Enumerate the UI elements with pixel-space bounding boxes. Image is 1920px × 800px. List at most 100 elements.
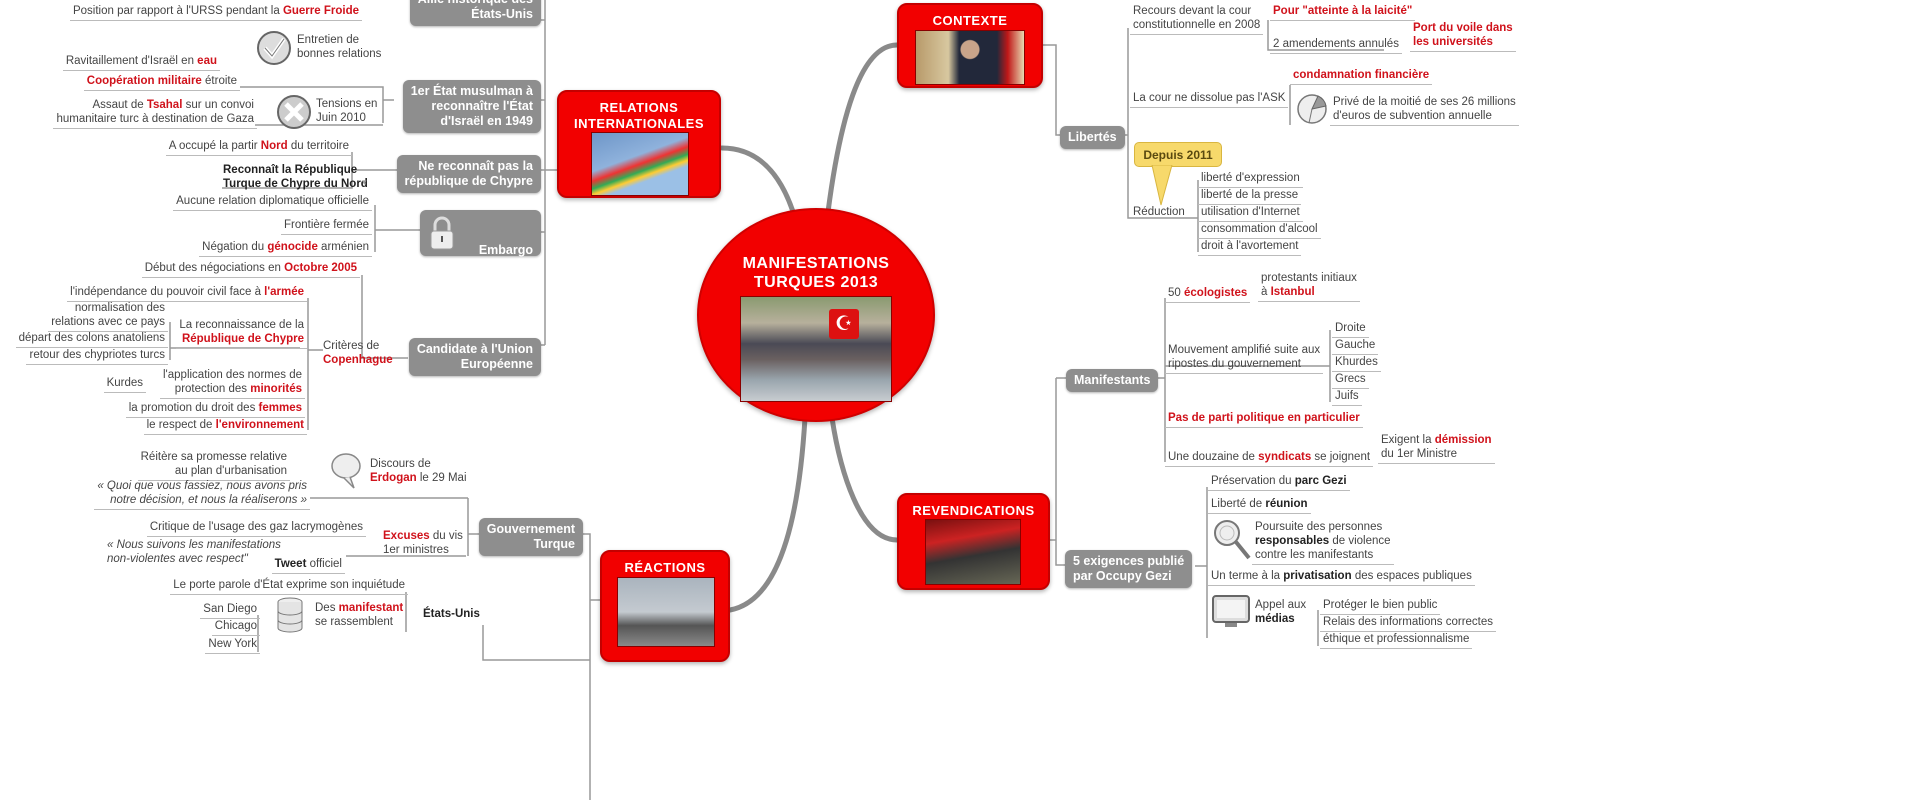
- label-laicite: Pour "atteinte à la laicité": [1270, 4, 1416, 21]
- label-ecologistes: 50 écologistes: [1165, 286, 1251, 303]
- highlight-text: République de Chypre: [181, 333, 304, 345]
- text-segment: la promotion du droit des: [128, 402, 259, 414]
- highlight-text: Excuses: [383, 530, 430, 542]
- label-porte-parole: Le porte parole d'État exprime son inqui…: [170, 578, 408, 595]
- x-icon: [277, 95, 311, 129]
- text-segment: Appel aux: [1255, 599, 1307, 611]
- text-segment: l'indépendance du pouvoir civil face à: [70, 286, 265, 298]
- label-criteres-copenhague: Critères de Copenhague: [320, 339, 396, 369]
- text-segment: Discours de: [370, 458, 431, 470]
- highlight-text: manifestant: [338, 602, 404, 614]
- topic-reactions[interactable]: RÉACTIONS: [600, 550, 730, 662]
- label-reitere: Réitère sa promesse relative au plan d'u…: [137, 450, 290, 481]
- protest-photo: ☪: [740, 296, 892, 402]
- branch-gouvernement-turque[interactable]: Gouvernement Turque: [478, 518, 583, 556]
- label-discours-erdogan: Discours de Erdogan le 29 Mai: [367, 457, 470, 487]
- branch-union-europeenne[interactable]: Candidate à l'Union Européenne: [408, 338, 541, 376]
- media-item-relais: Relais des informations correctes: [1320, 615, 1497, 632]
- text-segment: « Nous suivons les manifestations non-vi…: [107, 539, 281, 565]
- reduction-item-presse: liberté de la presse: [1198, 188, 1302, 205]
- text-segment: médias: [1255, 613, 1295, 625]
- reduction-item-expression: liberté d'expression: [1198, 171, 1303, 188]
- label-nord: A occupé la partir Nord du territoire: [165, 139, 352, 156]
- label-tweet-officiel: Tweet officiel: [271, 557, 345, 574]
- label-protestants-initiaux: protestants initiaux à Istanbul: [1258, 271, 1360, 302]
- text-segment: le 29 Mai: [416, 472, 467, 484]
- topic-relations-internationales[interactable]: RELATIONS INTERNATIONALES: [557, 90, 721, 198]
- highlight-text: Erdogan: [370, 472, 417, 484]
- text-segment: responsables: [1255, 535, 1330, 547]
- lock-icon: [430, 216, 454, 250]
- branch-etats-unis[interactable]: États-Unis: [423, 608, 480, 620]
- label-bonnes-relations: Entretien de bonnes relations: [297, 34, 382, 60]
- label-assaut: Assaut de Tsahal sur un convoi humanitai…: [53, 98, 257, 129]
- label-recours: Recours devant la cour constitutionnelle…: [1130, 4, 1264, 35]
- branch-chypre[interactable]: Ne reconnaît pas la république de Chypre: [396, 155, 541, 193]
- text-segment: Critères de: [323, 340, 380, 352]
- note-icon[interactable]: ▾: [362, 177, 367, 187]
- text-segment: Assaut de: [92, 99, 147, 111]
- label-quote-erdogan: « Quoi que vous fassiez, nous avons pris…: [94, 479, 310, 510]
- text-segment: parc Gezi: [1294, 475, 1347, 487]
- reduction-item-internet: utilisation d'Internet: [1198, 205, 1303, 222]
- label-genocide: Négation du génocide arménien: [199, 240, 372, 257]
- highlight-text: Istanbul: [1270, 286, 1315, 298]
- branch-libertes[interactable]: Libertés: [1060, 126, 1125, 149]
- branch-5-exigences[interactable]: 5 exigences publié par Occupy Gezi: [1065, 550, 1193, 588]
- label-eau: Ravitaillement d'Israël en eau: [62, 54, 220, 71]
- label-environnement: le respect de l'environnement: [143, 418, 307, 435]
- central-title: MANIFESTATIONS TURQUES 2013: [742, 255, 890, 291]
- media-item-bien-public: Protéger le bien public: [1320, 598, 1441, 615]
- topic-revendications[interactable]: REVENDICATIONS: [897, 493, 1050, 590]
- label-debut-negociations: Début des négociations en Octobre 2005: [141, 261, 360, 278]
- central-topic[interactable]: MANIFESTATIONS TURQUES 2013 ☪: [697, 208, 935, 422]
- topic-label: RELATIONS INTERNATIONALES: [573, 100, 705, 131]
- topic-label: REVENDICATIONS: [912, 503, 1035, 518]
- text-segment: officiel: [306, 558, 342, 570]
- label-condamnation: condamnation financière: [1290, 68, 1433, 85]
- highlight-text: eau: [197, 55, 217, 67]
- label-tensions: Tensions en Juin 2010: [316, 98, 378, 124]
- group-grecs: Grecs: [1332, 372, 1369, 389]
- text-segment: Une douzaine de: [1168, 451, 1259, 463]
- label-armee: l'indépendance du pouvoir civil face à l…: [67, 285, 307, 302]
- highlight-text: Pour "atteinte à la laicité": [1273, 5, 1413, 17]
- branch-embargo-armenie[interactable]: Embargo contra l'Arménie: [420, 210, 541, 283]
- label-critique-gaz: Critique de l'usage des gaz lacrymogènes: [146, 520, 366, 537]
- text-segment: sur un convoi humanitaire turc à destina…: [56, 99, 254, 125]
- highlight-text: Tsahal: [146, 99, 183, 111]
- branch-israel[interactable]: 1er État musulman à reconnaître l'État d…: [402, 80, 541, 133]
- group-khurdes: Khurdes: [1332, 355, 1381, 372]
- highlight-text: l'environnement: [215, 419, 304, 431]
- branch-label: Embargo contra l'Arménie: [476, 243, 533, 283]
- label-kurdes: Kurdes: [103, 376, 146, 393]
- label-depart-colons: départ des colons anatoliens: [15, 331, 168, 348]
- label-manifestant-rassemblent: Des manifestant se rassemblent: [312, 601, 406, 631]
- text-segment: se joignent: [1311, 451, 1371, 463]
- label-appel-medias: Appel aux médias: [1252, 598, 1309, 628]
- branch-manifestants[interactable]: Manifestants: [1066, 369, 1159, 392]
- callout-depuis-2011: Depuis 2011: [1134, 142, 1222, 167]
- pie-chart-icon: [1297, 94, 1327, 124]
- branch-allie-etats-unis[interactable]: Allié historique des États-Unis: [409, 0, 541, 26]
- label-reconnaissance-chypre: La reconnaissance de la République de Ch…: [176, 318, 307, 349]
- city-chicago: Chicago: [211, 619, 260, 636]
- label-rtcn: Reconnaît la République Turque de Chypre…: [220, 163, 371, 193]
- label-ask: La cour ne dissolue pas l'ASK: [1130, 91, 1289, 108]
- label-minorites: l'application des normes de protection d…: [160, 368, 305, 399]
- highlight-text: écologistes: [1184, 287, 1248, 299]
- text-segment: l'application des normes de protection d…: [163, 369, 302, 395]
- text-segment: Tweet: [274, 558, 307, 570]
- highlight-text: syndicats: [1258, 451, 1312, 463]
- text-segment: se rassemblent: [315, 616, 393, 628]
- label-urss: Position par rapport à l'URSS pendant la…: [69, 4, 362, 21]
- text-segment: Poursuite des personnes: [1255, 521, 1383, 533]
- label-privatisation: Un terme à la privatisation des espaces …: [1208, 569, 1475, 586]
- label-normalisation: normalisation des relations avec ce pays: [48, 301, 168, 332]
- highlight-text: l'armée: [264, 286, 304, 298]
- text-segment: réunion: [1265, 498, 1308, 510]
- topic-contexte[interactable]: CONTEXTE: [897, 3, 1043, 88]
- text-segment: du vis 1er ministres: [383, 530, 463, 556]
- text-segment: privatisation: [1283, 570, 1352, 582]
